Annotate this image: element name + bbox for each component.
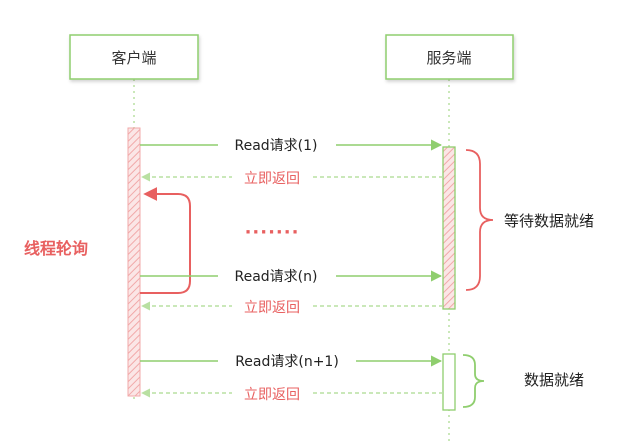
polling-loop-arrow (140, 187, 191, 294)
reply-label-bg-2 (232, 297, 312, 317)
request-label-1: Read请求(1) (234, 138, 317, 154)
waiting-brace (465, 149, 494, 291)
server-activation-bar-ready (442, 353, 456, 411)
reply-label-bg-1 (232, 168, 312, 188)
ready-brace (462, 354, 485, 408)
request-label-bg-2 (218, 266, 336, 286)
client-actor: 客户端 (69, 34, 199, 80)
waiting-data-ready-label: 等待数据就绪 (504, 212, 594, 230)
server-actor: 服务端 (385, 34, 514, 80)
ellipsis: ······· (245, 222, 300, 243)
server-actor-label: 服务端 (426, 49, 471, 67)
server-activation-bar-waiting (442, 146, 456, 310)
reply-label-2: 立即返回 (244, 300, 300, 316)
reply-label-1: 立即返回 (244, 171, 300, 187)
reply-label-3: 立即返回 (244, 387, 300, 403)
client-actor-label: 客户端 (111, 49, 156, 67)
reply-label-bg-3 (232, 384, 312, 404)
request-label-3: Read请求(n+1) (235, 354, 339, 370)
thread-polling-label: 线程轮询 (24, 239, 88, 258)
request-label-bg-1 (218, 135, 336, 155)
data-ready-label: 数据就绪 (524, 371, 584, 389)
request-label-2: Read请求(n) (235, 269, 318, 285)
client-activation-bar (127, 127, 141, 397)
request-label-bg-3 (218, 351, 356, 371)
